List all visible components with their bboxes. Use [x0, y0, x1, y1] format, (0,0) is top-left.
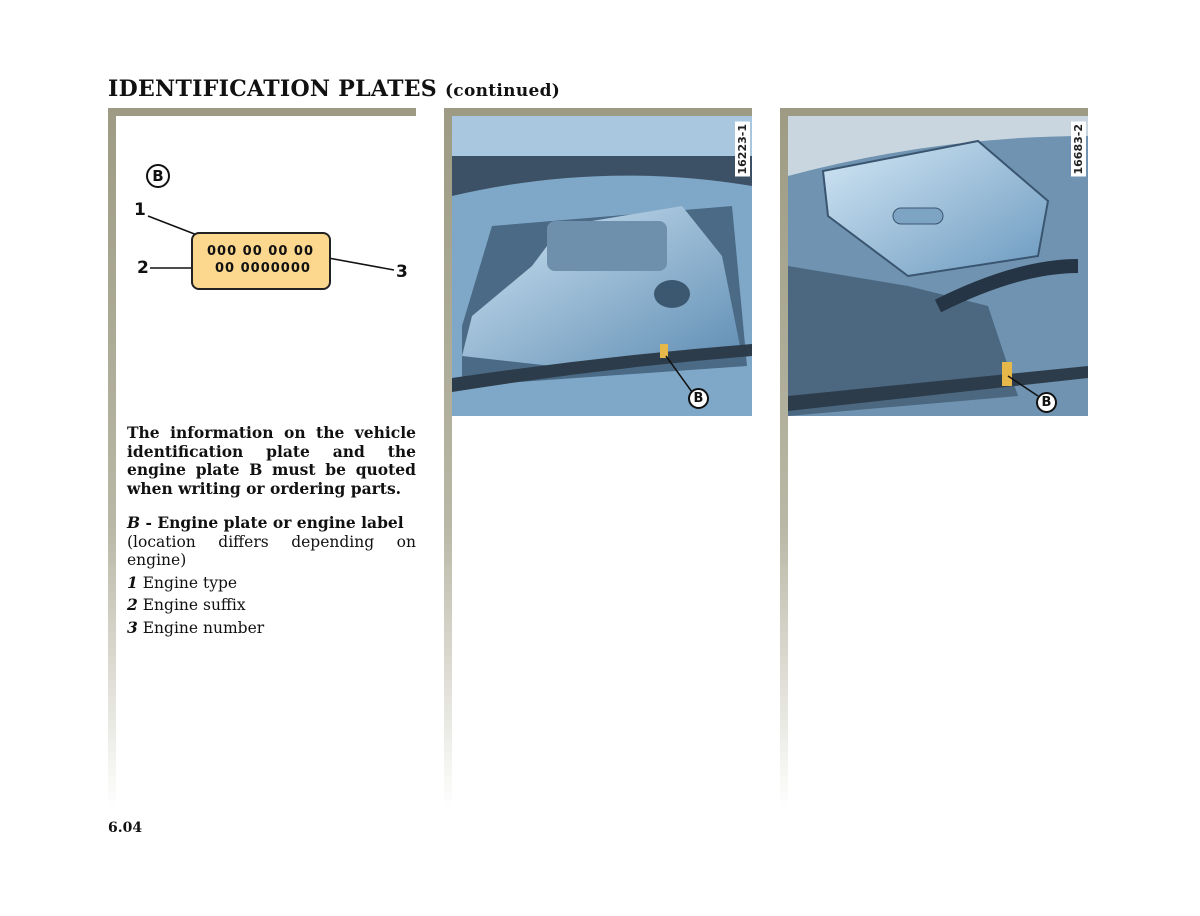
figure-column-1: 16223-1 B: [444, 108, 752, 808]
item-number: 3: [127, 617, 138, 637]
figure-reference: 16223-1: [735, 122, 750, 177]
engine-illustration-1: 16223-1 B: [452, 116, 752, 416]
engine-plate-note: (location differs depending on engine): [127, 532, 416, 570]
list-item: 2 Engine suffix: [127, 595, 416, 615]
callout-2: 2: [137, 258, 149, 278]
intro-paragraph: The information on the vehicle identific…: [127, 423, 416, 498]
title-continued: (continued): [444, 81, 561, 101]
title-text: IDENTIFICATION PLATES: [108, 76, 437, 102]
column-left-bar: [444, 108, 452, 808]
engine-plate: 000 00 00 00 00 0000000: [191, 232, 331, 290]
figure-reference: 16683-2: [1071, 122, 1086, 177]
list-item: 1 Engine type: [127, 572, 416, 593]
engine-drawing: [452, 116, 752, 416]
column-top-bar: [444, 108, 752, 116]
body-text: The information on the vehicle identific…: [127, 423, 416, 641]
engine-plate-marker: B: [688, 388, 709, 409]
engine-plate-marker: B: [1036, 392, 1057, 413]
plate-line-2: 00 0000000: [215, 261, 311, 276]
item-label: Engine suffix: [137, 596, 246, 614]
item-label: Engine type: [137, 573, 238, 592]
plate-line-1: 000 00 00 00: [207, 244, 314, 259]
engine-plate-heading: B - Engine plate or engine label: [127, 513, 416, 533]
callout-3: 3: [396, 262, 408, 282]
column-left-bar: [780, 108, 788, 808]
engine-illustration-2: 16683-2 B: [788, 116, 1088, 416]
column-top-bar: [780, 108, 1088, 116]
column-top-bar: [108, 108, 416, 116]
list-item: 3 Engine number: [127, 617, 416, 638]
figure-column-2: 16683-2 B: [780, 108, 1088, 808]
plate-b-marker: B: [146, 164, 170, 188]
item-label: Engine number: [137, 618, 265, 637]
engine-drawing: [788, 116, 1088, 416]
engine-plate-diagram: B 1 2 3 000 00 00 00 00 0000000: [128, 160, 428, 300]
callout-1: 1: [134, 200, 146, 220]
page-title: IDENTIFICATION PLATES (continued): [108, 76, 560, 102]
page-number: 6.04: [108, 820, 143, 836]
engine-plate-key: B: [127, 513, 141, 532]
text-column: [108, 108, 416, 808]
column-left-bar: [108, 108, 116, 808]
engine-plate-title: - Engine plate or engine label: [140, 513, 404, 532]
item-number: 2: [127, 595, 138, 614]
item-number: 1: [127, 572, 138, 592]
